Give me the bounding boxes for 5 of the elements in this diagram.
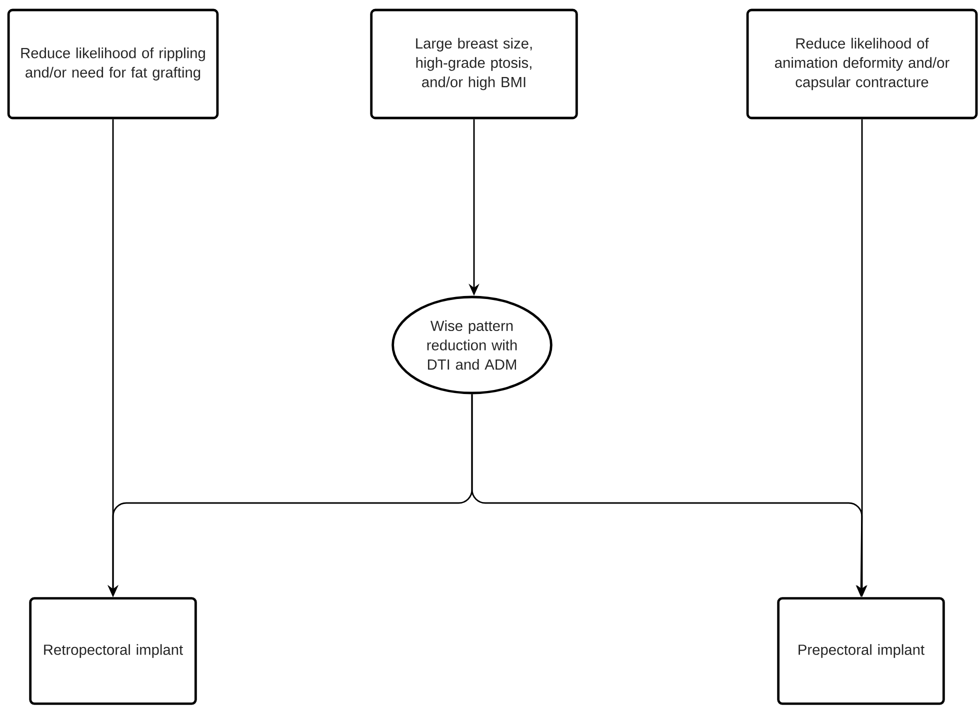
process-box: Reduce likelihood of rippling and/or need for fat grafting <box>7 8 219 120</box>
process-box: Reduce likelihood of animation deformity and/or capsular contracture <box>746 8 978 120</box>
process-box: Retropectoral implant <box>29 597 197 705</box>
process-box: Large breast size, high-grade ptosis, and/or high BMI <box>370 8 578 120</box>
process-box: Prepectoral implant <box>777 597 945 705</box>
